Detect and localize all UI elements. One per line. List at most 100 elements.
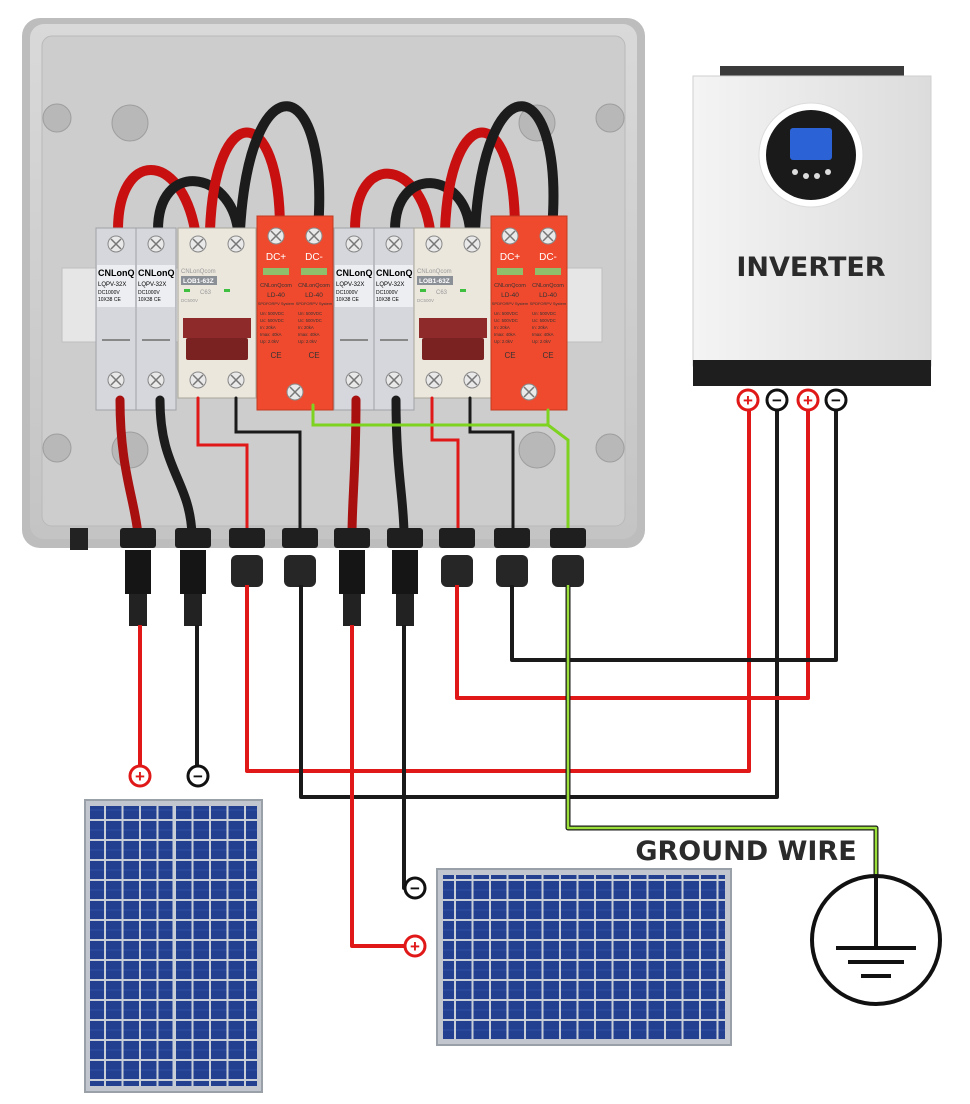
svg-text:−: − xyxy=(410,879,420,898)
svg-text:−: − xyxy=(193,767,203,786)
breaker-voltage: DC500V xyxy=(417,298,434,303)
negative-terminal-icon: − xyxy=(186,764,210,788)
spd-spec: Imax: 40kA xyxy=(260,332,282,337)
fuse-rating: DC1000V xyxy=(98,290,120,296)
fuse-model: LQPV-32X xyxy=(98,282,126,288)
internal-wires-top xyxy=(113,101,559,235)
svg-text:+: + xyxy=(135,767,145,786)
fuse-size: 10X38 CE xyxy=(376,297,399,303)
fuse-rating: DC1000V xyxy=(138,290,160,296)
spd-ce-mark: CE xyxy=(270,351,281,360)
external-wires xyxy=(138,400,879,948)
negative-terminal-icon: − xyxy=(403,876,427,900)
vent-plug xyxy=(70,528,88,550)
cable-glands xyxy=(70,528,586,626)
breaker-handle[interactable] xyxy=(183,318,251,338)
spd-model: LD-40 xyxy=(267,292,285,299)
wire-inverter-pv1-negative xyxy=(299,400,779,799)
spd-spec: Uc: 500VDC xyxy=(532,318,556,323)
breaker-handle[interactable] xyxy=(419,318,487,338)
ground-wire-label: GROUND WIRE xyxy=(635,836,856,867)
internal-wires-bottom xyxy=(115,395,570,540)
spd-brand: CNLonQcom xyxy=(494,283,526,289)
spd-indicator-window xyxy=(535,268,561,275)
breaker-voltage: DC500V xyxy=(181,298,198,303)
spd-ce-mark: CE xyxy=(542,351,553,360)
fuse-rating: DC1000V xyxy=(336,290,358,296)
fuse-size: 10X38 CE xyxy=(336,297,359,303)
svg-text:−: − xyxy=(831,391,841,410)
breaker-current: C63 xyxy=(436,290,448,296)
breaker-model: LOB1-63Z xyxy=(419,278,450,285)
positive-terminal-icon: + xyxy=(736,388,760,412)
ground-symbol-icon xyxy=(810,874,942,1006)
fuse-model: LQPV-32X xyxy=(138,282,166,288)
fuse-rating: DC1000V xyxy=(376,290,398,296)
svg-text:+: + xyxy=(743,391,753,410)
solar-panel-2 xyxy=(436,868,732,1046)
spd-brand: CNLonQcom xyxy=(532,283,564,289)
spd-type: SPDFORPV System xyxy=(530,301,567,306)
mc4-connector xyxy=(175,528,211,626)
fuse-model: LQPV-32X xyxy=(336,282,364,288)
wire-panel2-negative xyxy=(402,625,415,890)
spd-indicator-window xyxy=(263,268,289,275)
cable-gland xyxy=(550,528,586,587)
spd-spec: In: 20kA xyxy=(260,325,276,330)
spd-spec: Uc: 500VDC xyxy=(298,318,322,323)
inverter-label: INVERTER xyxy=(736,252,885,283)
mc4-connector xyxy=(334,528,370,626)
spd-indicator-window xyxy=(497,268,523,275)
spd-spec: Up: 2.0kV xyxy=(494,339,513,344)
spd-dc-minus-label: DC- xyxy=(539,252,557,263)
svg-text:+: + xyxy=(410,937,420,956)
inverter: INVERTER xyxy=(692,66,932,386)
spd-indicator-window xyxy=(301,268,327,275)
breaker-brand: CNLonQcom xyxy=(417,269,452,275)
svg-text:+: + xyxy=(803,391,813,410)
spd-model: LD-40 xyxy=(539,292,557,299)
fuse-model: LQPV-32X xyxy=(376,282,404,288)
svg-text:−: − xyxy=(772,391,782,410)
polarity-markers: +−+−+−+− xyxy=(128,388,848,958)
negative-terminal-icon: − xyxy=(765,388,789,412)
breaker-current: C63 xyxy=(200,290,212,296)
fuse-brand: CNLonQ xyxy=(98,268,135,278)
inverter-lcd-screen xyxy=(790,128,832,160)
negative-terminal-icon: − xyxy=(824,388,848,412)
spd-spec: In: 20kA xyxy=(532,325,548,330)
spd-brand: CNLonQcom xyxy=(298,283,330,289)
spd-dc-plus-label: DC+ xyxy=(500,252,520,263)
breaker-model: LOB1-63Z xyxy=(183,278,214,285)
spd-spec: Imax: 40kA xyxy=(494,332,516,337)
spd-spec: Up: 2.0kV xyxy=(532,339,551,344)
spd-spec: Un: 500VDC xyxy=(298,311,322,316)
spd-spec: Un: 500VDC xyxy=(260,311,284,316)
mc4-connector xyxy=(387,528,423,626)
wire-inverter-pv2-positive xyxy=(455,400,810,700)
spd-spec: Imax: 40kA xyxy=(298,332,320,337)
spd-spec: Up: 2.0kV xyxy=(298,339,317,344)
spd-spec: In: 20kA xyxy=(298,325,314,330)
spd-type: SPDFORPV System xyxy=(492,301,529,306)
wire-inverter-pv1-positive xyxy=(245,400,751,773)
fuse-size: 10X38 CE xyxy=(138,297,161,303)
fuse-brand: CNLonQ xyxy=(376,268,413,278)
ground-wire-line xyxy=(565,585,879,875)
cable-gland xyxy=(439,528,475,587)
wire-panel2-positive xyxy=(350,625,415,948)
spd-spec: Un: 500VDC xyxy=(532,311,556,316)
fuse-brand: CNLonQ xyxy=(336,268,373,278)
spd-type: SPDFORPV System xyxy=(258,301,295,306)
spd-type: SPDFORPV System xyxy=(296,301,333,306)
cable-gland xyxy=(494,528,530,587)
